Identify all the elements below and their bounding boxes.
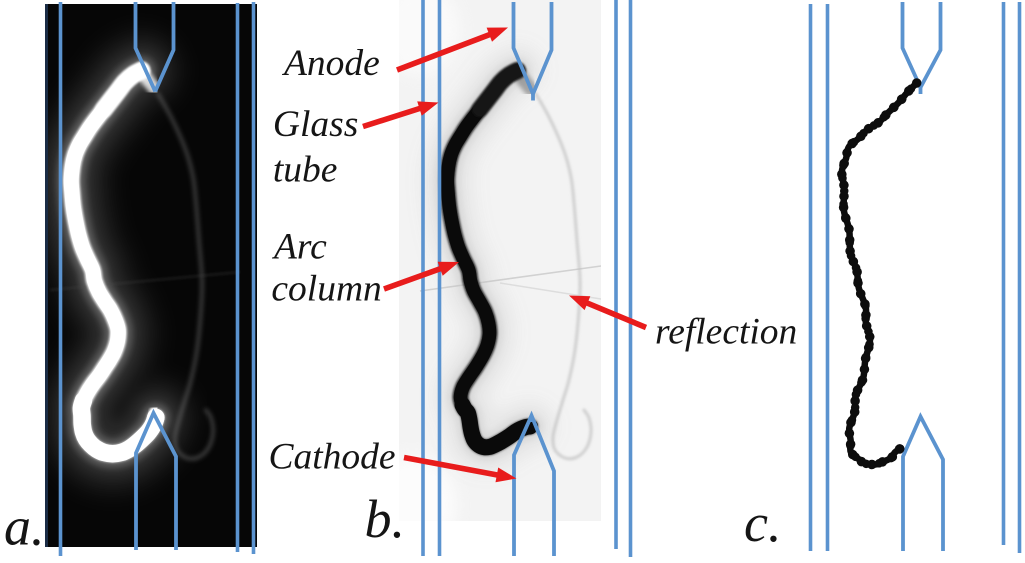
svg-text:Arc: Arc	[271, 226, 327, 267]
svg-text:Anode: Anode	[281, 43, 380, 84]
svg-text:Cathode: Cathode	[269, 437, 396, 478]
svg-text:c.: c.	[744, 493, 781, 553]
svg-text:tube: tube	[273, 149, 338, 190]
svg-text:column: column	[271, 268, 381, 309]
svg-text:b.: b.	[365, 489, 406, 549]
svg-text:Glass: Glass	[273, 104, 358, 145]
svg-text:a.: a.	[4, 496, 45, 556]
svg-text:reflection: reflection	[655, 311, 797, 352]
